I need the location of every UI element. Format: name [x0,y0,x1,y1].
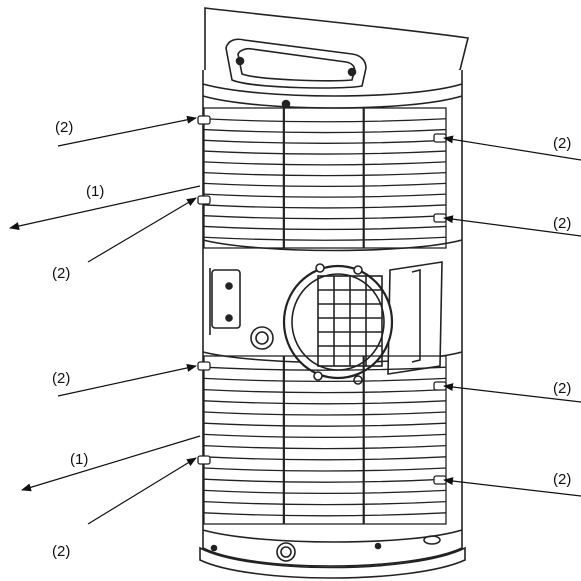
grille-slat [203,139,447,144]
grille-slat [203,128,447,134]
grille-slat [203,478,447,483]
exhaust-port [282,261,443,385]
grille-slat [203,366,447,371]
grille-slat [203,171,447,177]
grille-slat [203,411,447,416]
callout-label: (2) [52,265,70,282]
control-panel [209,268,274,350]
callout-arrow [87,457,197,525]
grille-slat [203,444,447,450]
callout-arrow [443,135,581,161]
grille-slat [203,467,447,472]
grille-slat [203,377,447,383]
callout-arrow [443,383,581,403]
callout-label: (2) [52,370,70,387]
grille-slat [203,500,447,506]
filter-grilles [197,107,447,525]
callout-label: (2) [553,471,571,488]
callout-arrow [87,197,197,263]
callout-arrow [57,115,197,147]
fastener [197,115,211,125]
fastener [197,361,211,371]
unit-body [199,7,469,579]
callout-label: (2) [553,215,571,232]
base [199,529,466,579]
callout-arrow [443,477,581,497]
grille-slat [203,456,447,461]
callout-label: (2) [553,380,571,397]
grille-frame [203,107,447,249]
fastener [197,455,211,465]
grille-slat [203,225,447,231]
grille-slat [203,161,447,166]
grille-slat [203,400,447,405]
grille-frame [203,355,447,525]
grille-slat [203,388,447,394]
grille-slat [203,150,447,155]
callout-arrow [21,435,201,492]
upper-grille [203,107,447,249]
grille-slat [203,204,447,209]
callout-label: (1) [86,183,104,200]
callout-arrow [9,185,201,230]
grille-slat [203,193,447,198]
grille-slat [203,489,447,495]
callout-arrow [57,364,197,397]
grille-slat [203,182,447,188]
grille-slat [203,215,447,220]
callout-label: (2) [55,119,73,136]
lower-grille [203,355,447,525]
callout-label: (2) [52,543,70,560]
grille-slat [203,236,447,241]
callout-arrow [443,215,581,237]
callout-label: (2) [553,135,571,152]
grille-slat [203,118,447,123]
fastener [197,195,211,205]
grille-slat [203,422,447,427]
grille-slat [203,433,447,439]
callout-label: (1) [70,451,88,468]
grille-slat [203,512,447,517]
carry-handle [225,38,367,89]
callout-labels: (2) (1) (2) (2) (1) (2) (2) (2) (2) (2) [52,119,571,560]
callout-arrows [9,115,581,525]
